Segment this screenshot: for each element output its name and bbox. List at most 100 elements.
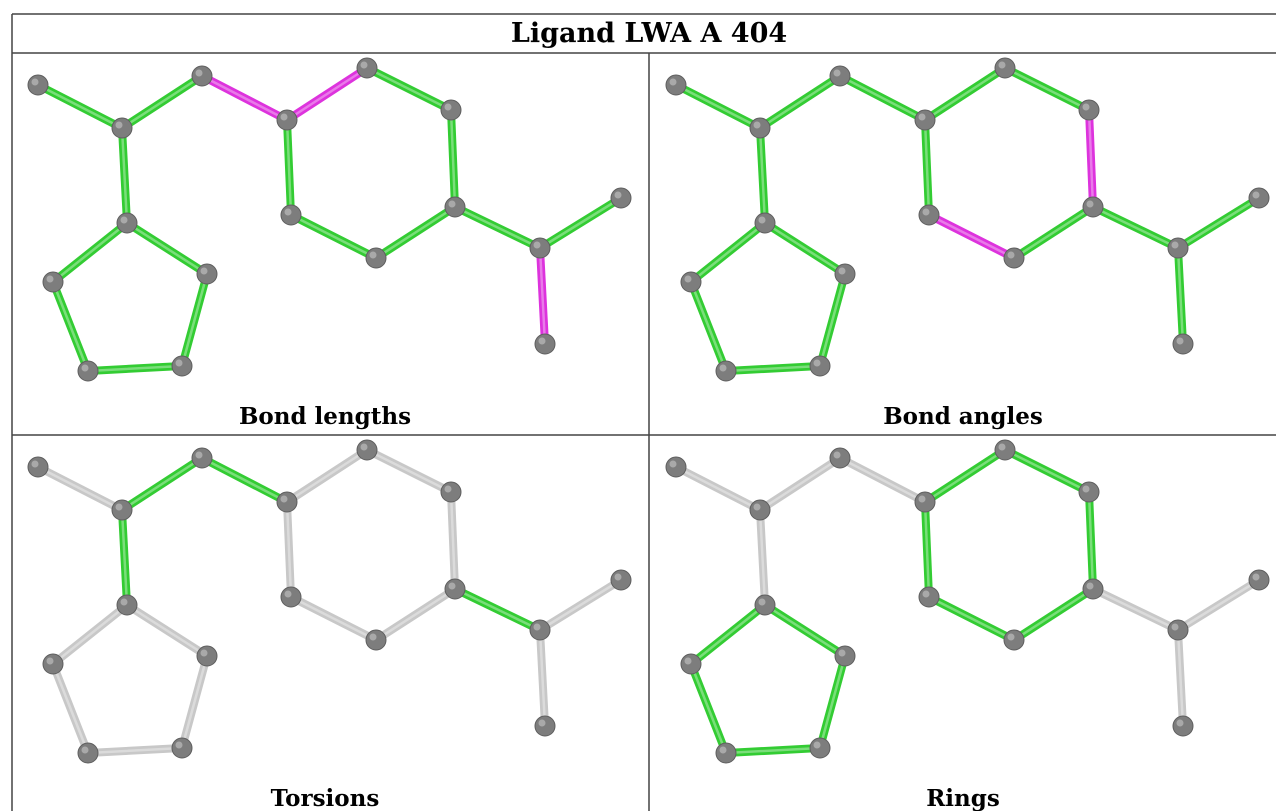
atom-a13 — [116, 212, 138, 234]
atom-shine — [998, 61, 1006, 69]
bond-a1-a2-default — [672, 463, 764, 514]
bond-a14-a15-ok — [816, 652, 849, 752]
atom-shine — [922, 208, 930, 216]
atom-shine — [46, 657, 54, 665]
bond-highlight — [1003, 448, 1091, 494]
bond-highlight — [758, 456, 842, 512]
atom-shine — [998, 443, 1006, 451]
bond-a2-a13-ok — [118, 124, 131, 227]
bond-a15-a16-ok — [84, 362, 186, 375]
figure-title: Ligand LWA A 404 — [511, 18, 787, 49]
atom-a4 — [276, 491, 298, 513]
atom-a5 — [356, 57, 378, 79]
atom-a17 — [680, 653, 702, 675]
bond-highlight — [285, 118, 293, 217]
atom-a12 — [534, 715, 556, 737]
atom-a17 — [42, 653, 64, 675]
atom-shine — [444, 103, 452, 111]
atom-shine — [833, 451, 841, 459]
bond-a4-a5-outlier — [283, 64, 371, 124]
atom-shine — [753, 503, 761, 511]
bond-highlight — [51, 603, 129, 666]
bond-highlight — [927, 213, 1016, 260]
bond-highlight — [758, 74, 842, 130]
bond-a15-a16-default — [84, 744, 186, 757]
atom-shine — [922, 590, 930, 598]
atom-shine — [1176, 719, 1184, 727]
bond-highlight — [374, 205, 457, 260]
atom-shine — [284, 590, 292, 598]
bond-highlight — [538, 246, 547, 346]
bond-a16-a17-ok — [687, 660, 730, 757]
atom-shine — [669, 460, 677, 468]
atom-shine — [1007, 633, 1015, 641]
bond-highlight — [180, 654, 209, 750]
atom-shine — [369, 251, 377, 259]
bond-highlight — [36, 83, 124, 130]
bond-a13-a14-ok — [761, 601, 849, 660]
atom-a12 — [534, 333, 556, 355]
bond-a4-a5-default — [283, 446, 371, 506]
panel-caption: Bond angles — [883, 403, 1043, 430]
table-grid — [11, 13, 1276, 811]
bond-a17-a13-ok — [49, 219, 131, 286]
atom-a1 — [665, 456, 687, 478]
bond-a7-a8-ok — [1010, 585, 1097, 644]
atom-a5 — [356, 439, 378, 461]
atom-a1 — [27, 74, 49, 96]
atom-shine — [195, 451, 203, 459]
atom-shine — [1171, 623, 1179, 631]
atom-shine — [1086, 200, 1094, 208]
bond-highlight — [1176, 196, 1261, 250]
bond-highlight — [365, 448, 453, 494]
atom-a16 — [77, 360, 99, 382]
bond-a16-a17-ok — [687, 278, 730, 375]
atom-a8 — [1003, 247, 1025, 269]
bond-highlight — [689, 280, 728, 373]
bond-a13-a14-ok — [761, 219, 849, 278]
bond-highlight — [758, 508, 767, 607]
atom-a12 — [1172, 333, 1194, 355]
atom-shine — [175, 359, 183, 367]
bond-a8-a9-ok — [925, 593, 1018, 644]
bond-highlight — [689, 603, 767, 666]
atom-shine — [918, 495, 926, 503]
atom-shine — [200, 267, 208, 275]
panel-caption: Bond lengths — [239, 403, 411, 430]
atom-a16 — [715, 742, 737, 764]
atom-a1 — [665, 74, 687, 96]
atom-a3 — [829, 65, 851, 87]
bond-highlight — [120, 508, 129, 607]
atom-a2 — [111, 117, 133, 139]
atom-a4 — [276, 109, 298, 131]
atom-a2 — [749, 117, 771, 139]
bond-a2-a3-ok — [118, 454, 206, 514]
bond-a15-a16-ok — [722, 362, 824, 375]
atom-shine — [719, 364, 727, 372]
bond-highlight — [1012, 587, 1095, 642]
bond-a3-a4-ok — [836, 72, 929, 124]
bond-a13-a14-ok — [123, 219, 211, 278]
atom-shine — [758, 598, 766, 606]
bond-highlight — [125, 221, 209, 276]
bond-highlight — [289, 595, 378, 642]
atom-shine — [813, 359, 821, 367]
bond-highlight — [1176, 246, 1185, 346]
atom-shine — [280, 113, 288, 121]
atom-a10 — [1167, 619, 1189, 641]
atom-a17 — [42, 271, 64, 293]
bond-highlight — [689, 662, 728, 755]
bond-highlight — [923, 118, 931, 217]
bond-a6-a7-ok — [1085, 488, 1097, 593]
atom-shine — [444, 485, 452, 493]
panel-bond-angles: Bond angles — [665, 57, 1270, 430]
bond-highlight — [818, 272, 847, 368]
bond-highlight — [120, 74, 204, 130]
bond-a10-a11-default — [1174, 576, 1263, 634]
bond-highlight — [285, 66, 369, 122]
bond-highlight — [758, 126, 767, 225]
bond-a14-a15-ok — [816, 270, 849, 370]
atom-a7 — [1082, 196, 1104, 218]
atom-shine — [538, 719, 546, 727]
bond-highlight — [927, 595, 1016, 642]
